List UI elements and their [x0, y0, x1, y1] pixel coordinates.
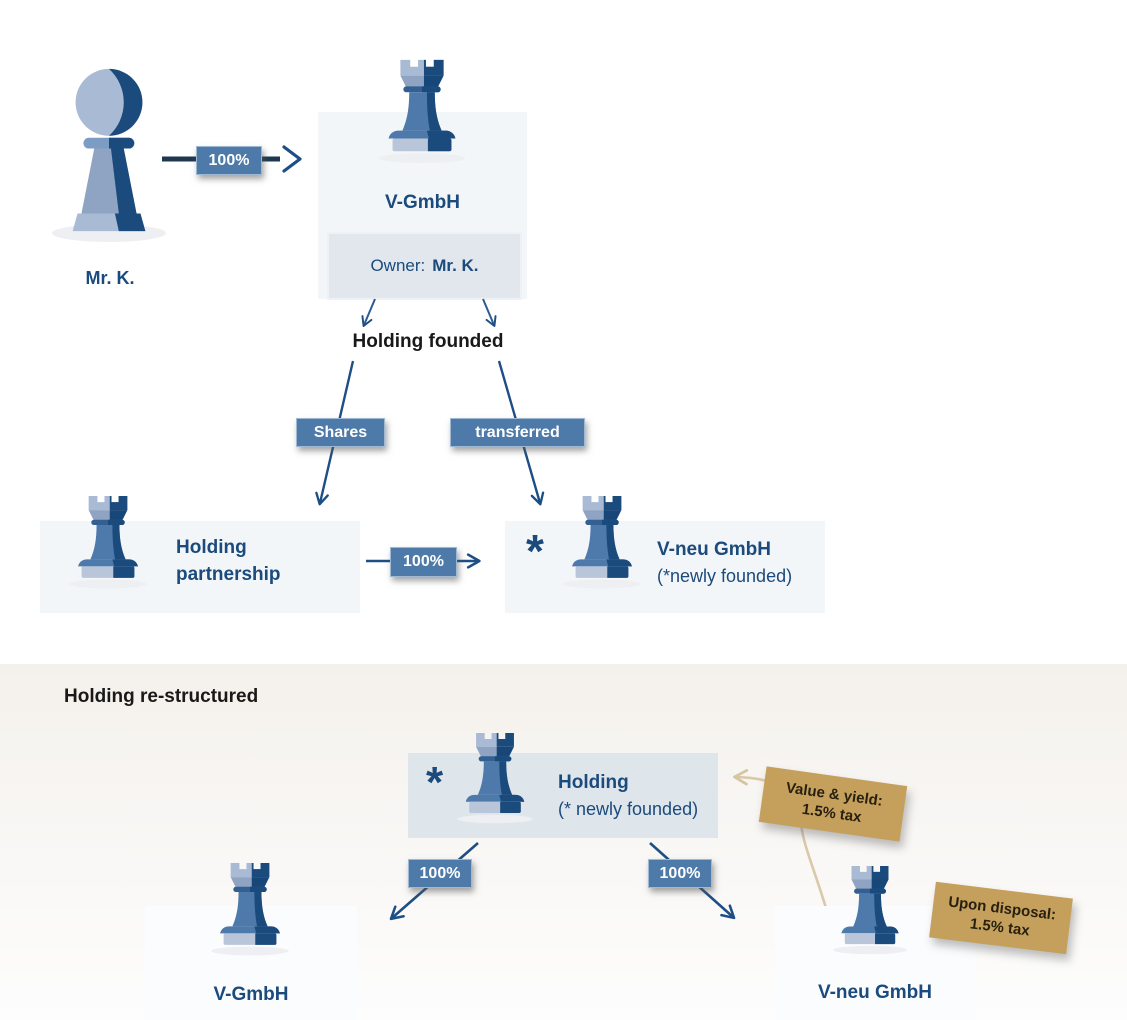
- stub-arrow-left: [361, 298, 376, 327]
- holding-box: [408, 753, 718, 838]
- owner-prefix: Owner:: [370, 256, 426, 275]
- owner-name: Mr. K.: [432, 256, 479, 275]
- rook-icon: [828, 858, 912, 958]
- holding-partnership-line1: Holding: [176, 537, 247, 558]
- v-gmbh-bottom-name: V-GmbH: [213, 984, 289, 1005]
- v-neu-asterisk: *: [526, 525, 544, 577]
- pawn-icon: [50, 56, 168, 248]
- holding-partnership-line2: partnership: [176, 564, 281, 585]
- owner-box: Owner: Mr. K.: [327, 232, 522, 300]
- holding-name-block: Holding (* newly founded): [558, 770, 698, 822]
- transfer-pct-badge: 100%: [390, 547, 457, 577]
- rook-icon: [64, 488, 152, 592]
- v-gmbh-name: V-GmbH: [385, 192, 460, 213]
- rook-icon: [452, 726, 538, 826]
- v-neu-name-block: V-neu GmbH (*newly founded): [657, 536, 792, 590]
- holding-note: (* newly founded): [558, 799, 699, 819]
- v-neu-name: V-neu GmbH: [657, 539, 772, 560]
- rook-icon: [372, 54, 472, 164]
- v-neu-note: (*newly founded): [657, 566, 793, 586]
- holding-name: Holding: [558, 772, 629, 793]
- person-label: Mr. K.: [85, 268, 135, 288]
- v-neu-bottom-name: V-neu GmbH: [817, 982, 932, 1003]
- rook-icon: [558, 488, 646, 592]
- stub-arrow-right: [482, 298, 497, 327]
- ownership-arrowhead-icon: [282, 145, 302, 173]
- holding-partnership-name: Holding partnership: [176, 534, 281, 588]
- left-pct-badge: 100%: [408, 859, 472, 888]
- holding-asterisk: *: [426, 758, 444, 807]
- holding-founded-label: Holding founded: [352, 331, 504, 352]
- right-pct-badge: 100%: [648, 859, 712, 888]
- ownership-pct-badge: 100%: [196, 146, 262, 175]
- rook-icon: [206, 855, 294, 959]
- transferred-badge: transferred: [450, 418, 585, 447]
- restructured-heading: Holding re-structured: [64, 686, 259, 707]
- v-neu-box: [505, 521, 825, 613]
- shares-badge: Shares: [296, 418, 385, 447]
